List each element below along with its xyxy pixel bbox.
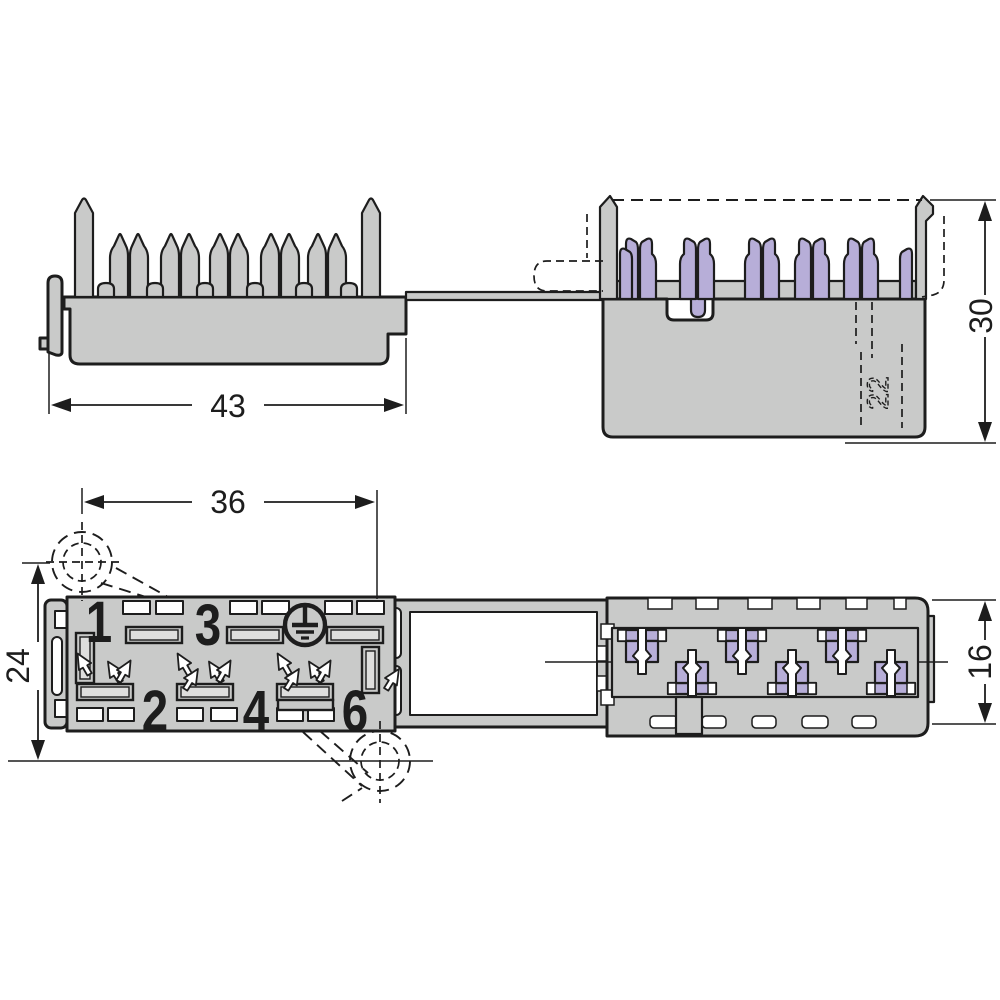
mounting-tab [674, 695, 704, 736]
frame-window [409, 611, 598, 716]
position-number-6: 6 [342, 680, 368, 745]
contact-prong-pair [678, 237, 716, 301]
left-end-cap [43, 598, 69, 730]
middle-frame [389, 598, 610, 729]
phantom-strap-loop [533, 260, 603, 292]
side-view-cover [38, 197, 408, 366]
hidden-detail [855, 302, 903, 428]
right-socket-block [545, 596, 948, 738]
dim-text-30: 30 [963, 298, 999, 334]
contact-prong-pair [793, 237, 831, 301]
dimension-socket-height: 30 [845, 199, 999, 444]
phantom-latch-line [921, 216, 945, 298]
contact-prong-pair [743, 237, 781, 301]
crimp-teeth [73, 197, 382, 299]
protective-earth-icon [282, 602, 328, 648]
section-view-socket [533, 194, 945, 439]
dimension-cover-width: 43 [48, 338, 407, 424]
top-view-assembly: 1 3 2 4 6 [43, 522, 948, 803]
position-number-3: 3 [195, 594, 221, 659]
position-number-4: 4 [243, 680, 270, 745]
dimension-contact-span: 36 [81, 484, 378, 599]
dim-text-16: 16 [962, 644, 998, 680]
dimension-cover-height: 24 [0, 562, 433, 762]
hidden-marking-22: 22 [862, 376, 895, 409]
dim-text-43: 43 [210, 388, 246, 424]
dimension-socket-face-height: 16 [932, 599, 998, 725]
position-number-2: 2 [142, 680, 168, 745]
hinge-strap [404, 290, 605, 302]
dim-text-24: 24 [0, 648, 36, 684]
position-number-1: 1 [86, 591, 112, 656]
dim-text-36: 36 [210, 484, 246, 520]
contact-prong-pair [842, 237, 880, 301]
socket-contacts [618, 237, 914, 319]
phantom-circle-top-left [46, 522, 169, 601]
left-numbered-block: 1 3 2 4 6 [65, 591, 406, 745]
